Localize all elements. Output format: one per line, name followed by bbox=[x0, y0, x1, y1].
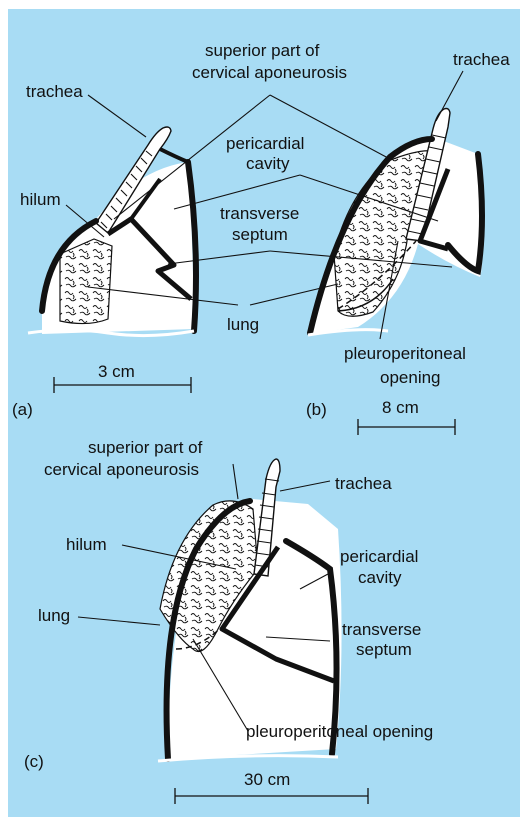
label-superior-c-1: superior part of bbox=[88, 438, 203, 457]
label-pericardial-a-2: cavity bbox=[246, 154, 290, 173]
label-transverse-a-1: transverse bbox=[220, 204, 299, 223]
label-pleuro-c: pleuroperitoneal opening bbox=[246, 722, 433, 741]
panel-letter-b: (b) bbox=[306, 400, 327, 419]
label-transverse-c-1: transverse bbox=[342, 620, 421, 639]
label-transverse-c-2: septum bbox=[356, 640, 412, 659]
label-pericardial-a-1: pericardial bbox=[226, 134, 304, 153]
label-pericardial-c-2: cavity bbox=[358, 568, 402, 587]
label-superior-c-2: cervical aponeurosis bbox=[44, 460, 199, 479]
label-hilum-a: hilum bbox=[20, 190, 61, 209]
scale-label-a: 3 cm bbox=[98, 362, 135, 381]
label-trachea-b: trachea bbox=[453, 50, 510, 69]
label-pericardial-c-1: pericardial bbox=[340, 547, 418, 566]
scale-label-c: 30 cm bbox=[244, 770, 290, 789]
panel-letter-a: (a) bbox=[12, 400, 33, 419]
label-lung-c: lung bbox=[38, 606, 70, 625]
label-trachea-c: trachea bbox=[335, 474, 392, 493]
scale-label-b: 8 cm bbox=[382, 398, 419, 417]
label-superior-a-1: superior part of bbox=[205, 41, 320, 60]
label-pleuro-b-2: opening bbox=[380, 368, 441, 387]
diagram-panel: superior part of cervical aponeurosis tr… bbox=[8, 9, 520, 817]
panel-letter-c: (c) bbox=[24, 752, 44, 771]
label-trachea-a: trachea bbox=[26, 82, 83, 101]
label-transverse-a-2: septum bbox=[232, 225, 288, 244]
panel-a-lung bbox=[60, 239, 112, 324]
label-lung-a: lung bbox=[227, 315, 259, 334]
label-pleuro-b-1: pleuroperitoneal bbox=[344, 344, 466, 363]
label-superior-a-2: cervical aponeurosis bbox=[192, 63, 347, 82]
label-hilum-c: hilum bbox=[66, 535, 107, 554]
